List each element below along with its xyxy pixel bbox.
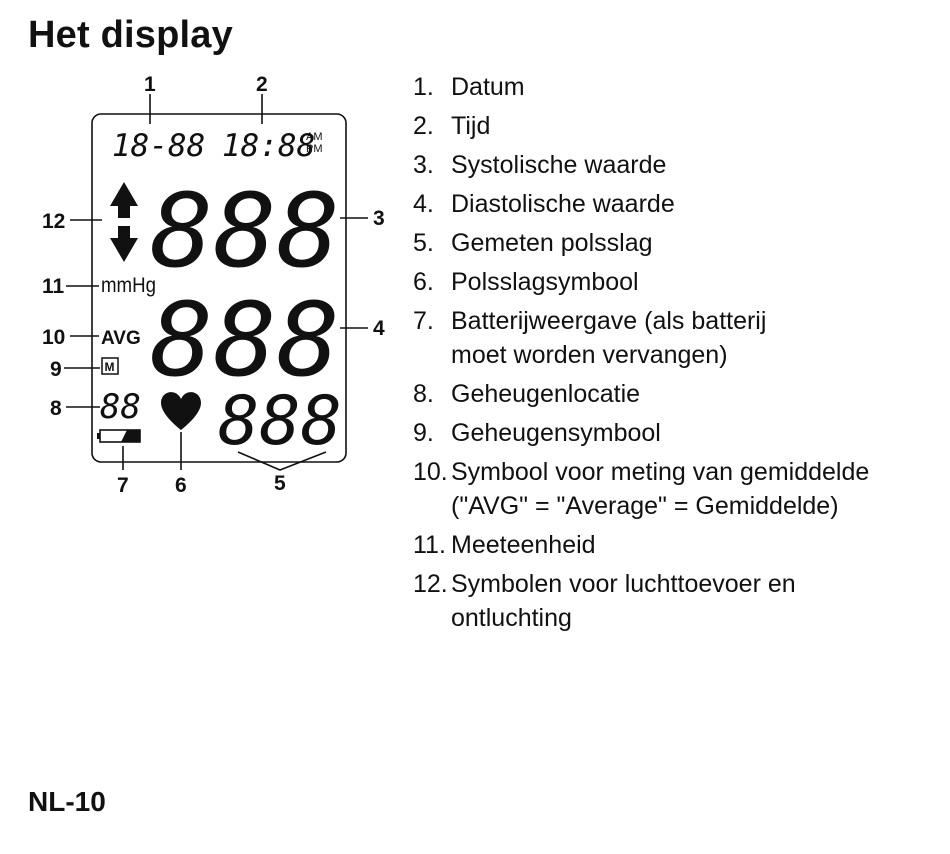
list-item: 6. Polsslagsymbool (413, 265, 933, 299)
item-text: Batterijweergave (als batterij moet word… (451, 307, 767, 369)
callout-10: 10 (42, 326, 65, 349)
lcd-am: AM (306, 131, 323, 143)
callout-3: 3 (373, 207, 385, 230)
callout-1: 1 (144, 73, 156, 96)
lcd-memory-symbol: M (105, 360, 115, 374)
lcd-time: 18:88 (222, 128, 315, 164)
callout-4: 4 (373, 317, 385, 340)
callout-8: 8 (50, 397, 62, 420)
lcd-avg: AVG (101, 328, 141, 349)
callout-12: 12 (42, 210, 65, 233)
item-text: Symbolen voor luchttoevoer en ontluchtin… (451, 570, 796, 632)
item-text: Gemeten polsslag (451, 229, 653, 257)
lcd-diastolic-digits: 888 (150, 281, 340, 400)
list-item: 8. Geheugenlocatie (413, 377, 933, 411)
list-item: 4. Diastolische waarde (413, 187, 933, 221)
memory-symbol-box (101, 357, 119, 375)
list-item: 10.Symbool voor meting van gemiddelde ("… (413, 455, 933, 523)
lcd-systolic-digits: 888 (150, 172, 340, 291)
page-number: NL-10 (28, 786, 106, 817)
callout-9: 9 (50, 358, 62, 381)
item-number: 10. (413, 458, 448, 486)
item-number: 5. (413, 229, 434, 257)
item-number: 4. (413, 190, 434, 218)
inflate-deflate-arrows-icon (110, 182, 138, 262)
item-text: Tijd (451, 112, 491, 140)
item-text: Datum (451, 73, 525, 101)
pulse-heart-icon (161, 392, 201, 430)
callout-lines (64, 94, 368, 471)
item-number: 7. (413, 307, 434, 335)
list-item: 7. Batterijweergave (als batterij moet wo… (413, 304, 933, 372)
item-number: 3. (413, 151, 434, 179)
lcd-display-diagram: 18-88 18:88 AM PM 888 888 mmHg AVG M 88 … (42, 73, 385, 497)
item-number: 8. (413, 380, 434, 408)
item-text: Polsslagsymbool (451, 268, 639, 296)
lcd-frame (91, 113, 347, 463)
callout-6: 6 (175, 474, 187, 497)
page-title: Het display (28, 14, 233, 56)
callout-5: 5 (274, 472, 286, 495)
lcd-pulse-digits: 888 (218, 382, 342, 461)
callout-11: 11 (42, 275, 65, 298)
item-number: 9. (413, 419, 434, 447)
list-item: 1. Datum (413, 70, 933, 104)
item-text: Geheugensymbool (451, 419, 661, 447)
callout-2: 2 (256, 73, 268, 96)
list-item: 5. Gemeten polsslag (413, 226, 933, 260)
item-number: 1. (413, 73, 434, 101)
list-item: 2. Tijd (413, 109, 933, 143)
item-text: Systolische waarde (451, 151, 667, 179)
lcd-date: 18-88 (112, 128, 205, 164)
list-item: 3. Systolische waarde (413, 148, 933, 182)
item-text: Symbool voor meting van gemiddelde ("AVG… (451, 458, 870, 520)
item-text: Meeteenheid (451, 531, 596, 559)
list-item: 9. Geheugensymbool (413, 416, 933, 450)
callout-7: 7 (117, 474, 129, 497)
item-text: Diastolische waarde (451, 190, 675, 218)
item-number: 6. (413, 268, 434, 296)
lcd-memory-location: 88 (100, 387, 141, 427)
legend-list: 1. Datum 2. Tijd 3. Systolische waarde 4. Di… (413, 70, 933, 640)
lcd-unit: mmHg (101, 274, 156, 297)
item-number: 2. (413, 112, 434, 140)
battery-icon (97, 429, 141, 443)
item-text: Geheugenlocatie (451, 380, 641, 408)
list-item: 12.Symbolen voor luchttoevoer en ontluch… (413, 567, 933, 635)
list-item: 11.Meeteenheid (413, 528, 933, 562)
item-number: 12. (413, 570, 448, 598)
lcd-pm: PM (306, 143, 323, 155)
item-number: 11. (413, 531, 446, 559)
